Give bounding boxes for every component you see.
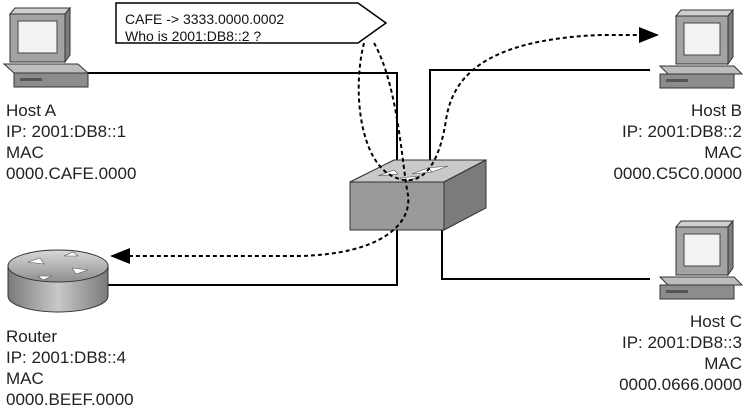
switch-icon xyxy=(350,160,486,230)
host-b-mac-label: MAC xyxy=(613,142,742,163)
host-c-label: Host C IP: 2001:DB8::3 MAC 0000.0666.000… xyxy=(619,311,742,395)
host-a-ip: IP: 2001:DB8::1 xyxy=(6,121,136,142)
callout-line-2: Who is 2001:DB8::2 ? xyxy=(125,28,284,45)
router-icon xyxy=(8,250,108,312)
router-name: Router xyxy=(6,326,134,347)
host-b-ip: IP: 2001:DB8::2 xyxy=(613,121,742,142)
host-c-ip: IP: 2001:DB8::3 xyxy=(619,332,742,353)
router-mac: 0000.BEEF.0000 xyxy=(6,389,134,410)
host-b-label: Host B IP: 2001:DB8::2 MAC 0000.C5C0.000… xyxy=(613,100,742,184)
link-router-switch xyxy=(108,230,397,285)
arp-callout-text: CAFE -> 3333.0000.0002 Who is 2001:DB8::… xyxy=(125,11,284,45)
host-b-name: Host B xyxy=(613,100,742,121)
host-a-mac-label: MAC xyxy=(6,142,136,163)
host-a-name: Host A xyxy=(6,100,136,121)
router-mac-label: MAC xyxy=(6,368,134,389)
host-c-computer-icon xyxy=(660,221,742,299)
host-a-mac: 0000.CAFE.0000 xyxy=(6,163,136,184)
host-c-mac-label: MAC xyxy=(619,353,742,374)
callout-line-1: CAFE -> 3333.0000.0002 xyxy=(125,11,284,28)
link-host-c-switch xyxy=(442,230,650,279)
host-c-mac: 0000.0666.0000 xyxy=(619,374,742,395)
router-ip: IP: 2001:DB8::4 xyxy=(6,347,134,368)
host-c-name: Host C xyxy=(619,311,742,332)
host-b-computer-icon xyxy=(660,10,742,88)
host-a-label: Host A IP: 2001:DB8::1 MAC 0000.CAFE.000… xyxy=(6,100,136,184)
router-label: Router IP: 2001:DB8::4 MAC 0000.BEEF.000… xyxy=(6,326,134,410)
host-a-computer-icon xyxy=(4,8,88,87)
host-b-mac: 0000.C5C0.0000 xyxy=(613,163,742,184)
